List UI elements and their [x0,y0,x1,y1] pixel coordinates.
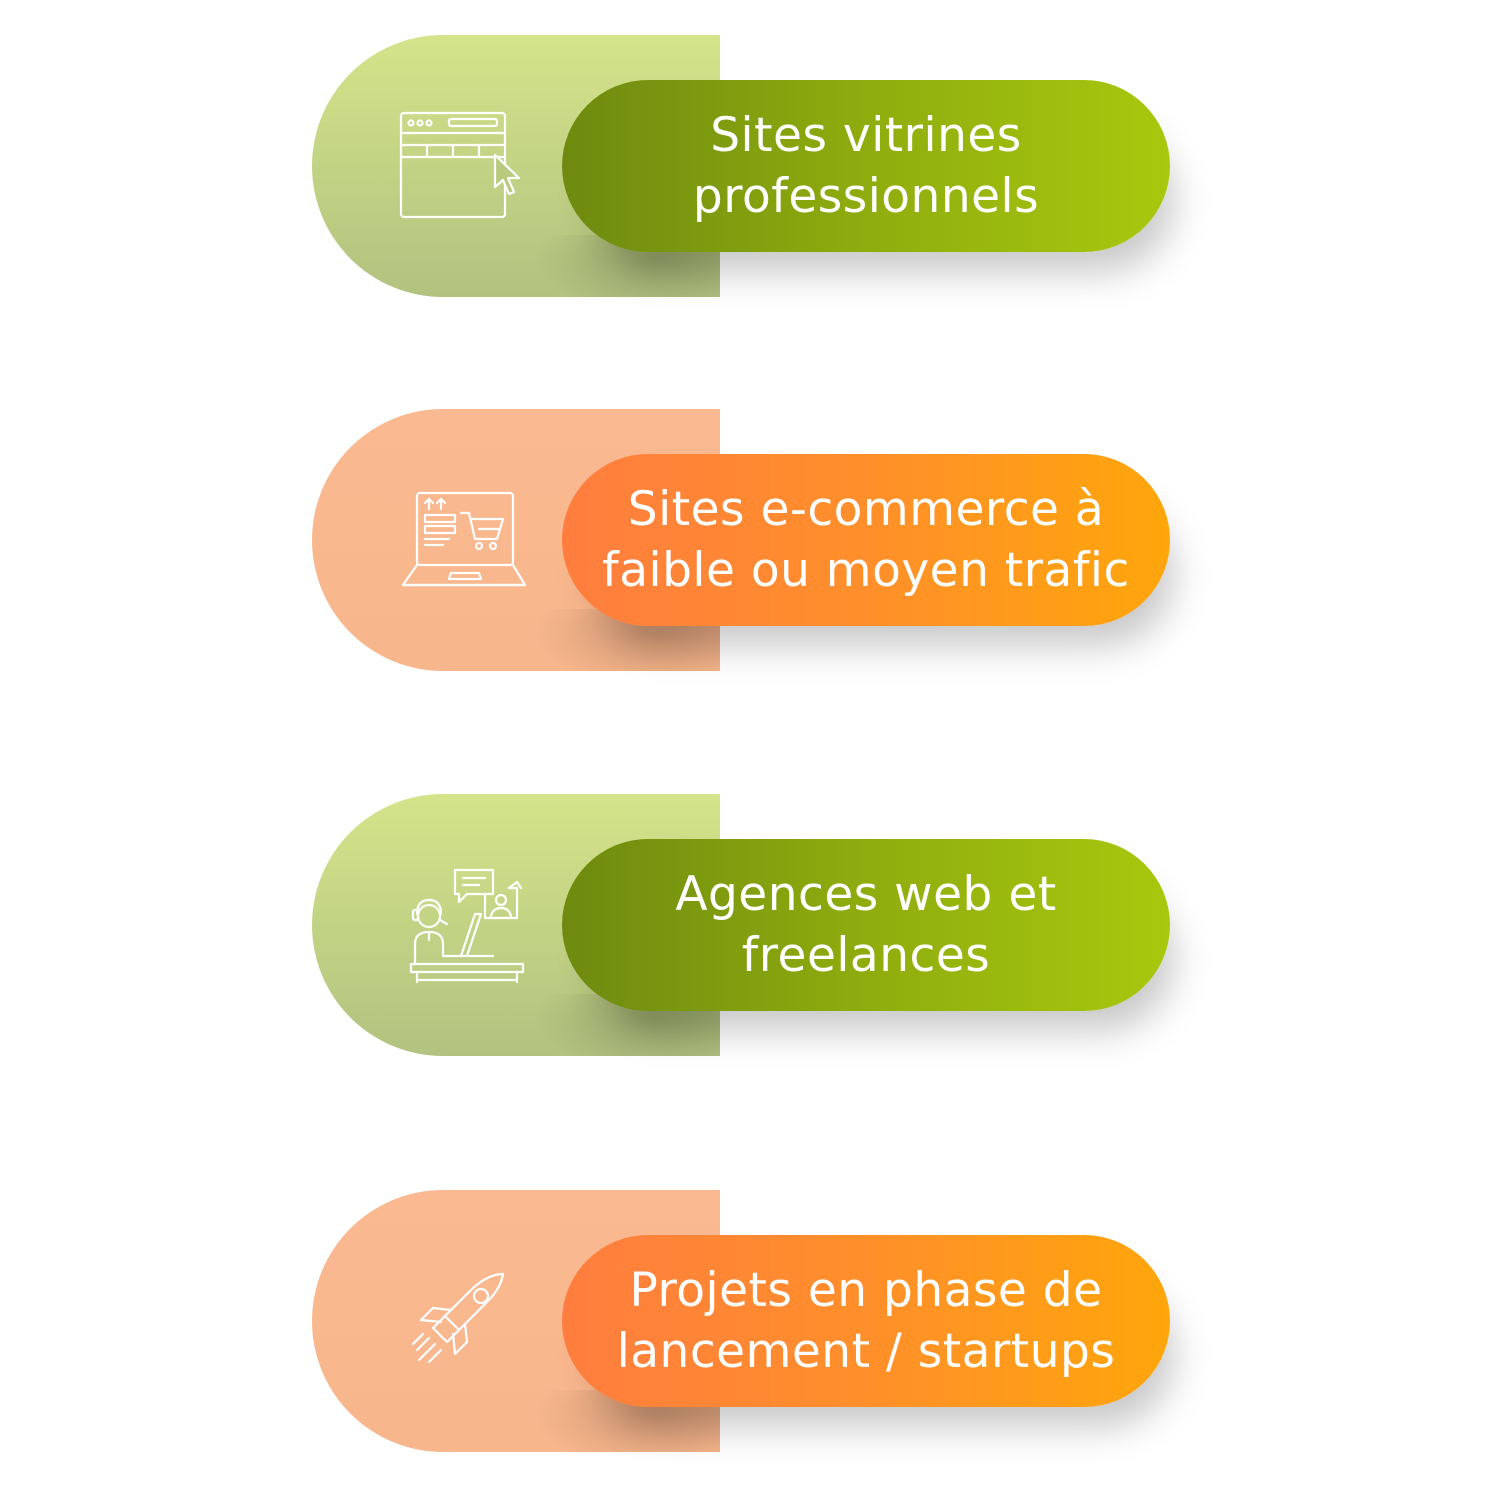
laptop-shopping-cart-icon [393,479,538,599]
item-label-line-1: Sites vitrines [710,108,1022,163]
item-label-line-1: Sites e-commerce à [627,482,1105,537]
support-agent-desk-icon [393,864,538,984]
item-label-pill: Agences web et freelances [562,839,1170,1011]
rocket-icon [393,1260,538,1380]
item-label-line-2: freelances [741,928,991,983]
item-label: Sites e-commerce à faible ou moyen trafi… [602,479,1130,601]
item-background-shape [312,794,720,1056]
item-label-line-2: lancement / startups [616,1324,1116,1379]
item-label: Agences web et freelances [675,864,1056,986]
item-projets-startups: Projets en phase de lancement / startups [0,1190,1485,1455]
browser-click-icon [393,105,538,225]
item-sites-ecommerce: Sites e-commerce à faible ou moyen trafi… [0,409,1485,674]
item-label: Sites vitrines professionnels [693,105,1039,227]
item-label: Projets en phase de lancement / startups [617,1260,1116,1382]
item-label-pill: Sites vitrines professionnels [562,80,1170,252]
item-label-line-1: Projets en phase de [629,1263,1103,1318]
item-label-pill: Projets en phase de lancement / startups [562,1235,1170,1407]
item-label-line-1: Agences web et [675,867,1057,922]
item-label-pill: Sites e-commerce à faible ou moyen trafi… [562,454,1170,626]
item-agences-web: Agences web et freelances [0,794,1485,1059]
item-label-line-2: professionnels [692,169,1040,224]
item-label-line-2: faible ou moyen trafic [602,543,1130,598]
item-sites-vitrines: Sites vitrines professionnels [0,35,1485,300]
